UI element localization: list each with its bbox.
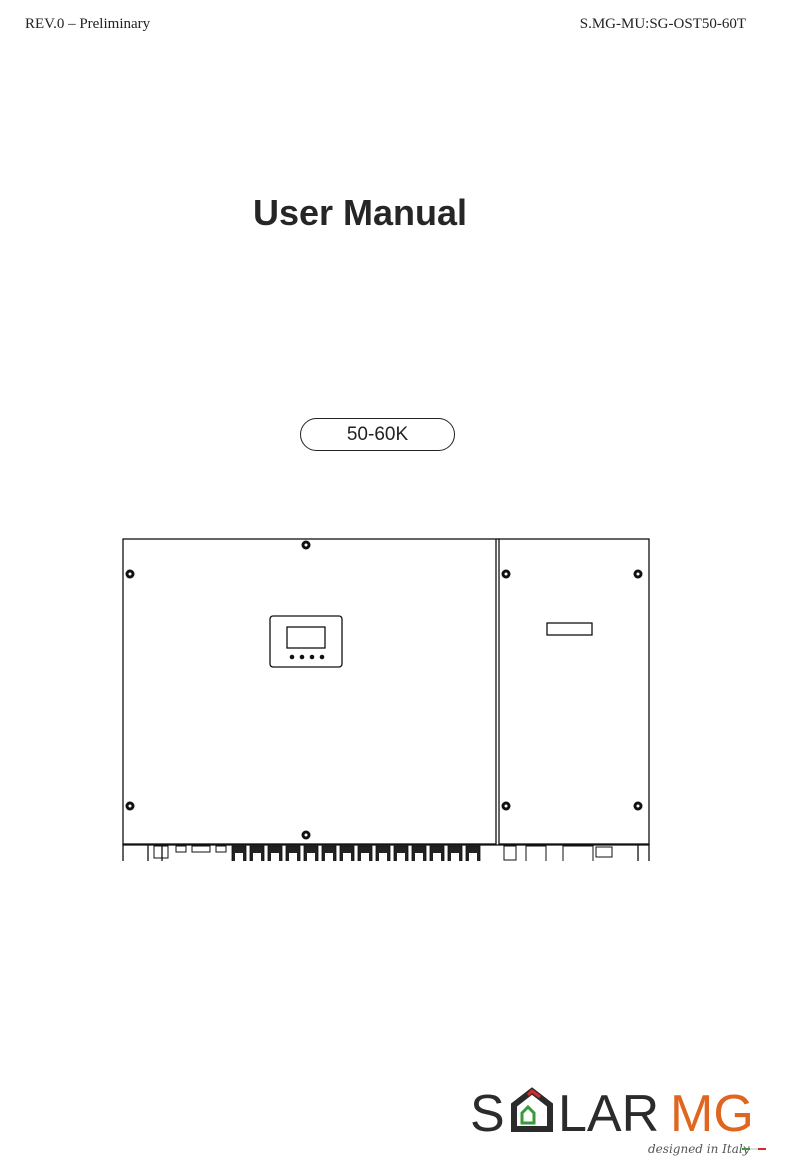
revision-label: REV.0 – Preliminary (25, 16, 151, 32)
inverter-illustration (122, 538, 650, 861)
svg-text:designed in Italy: designed in Italy (648, 1142, 750, 1156)
svg-text:MG: MG (670, 1085, 754, 1143)
document-code: S.MG-MU:SG-OST50-60T (579, 16, 746, 32)
svg-text:S: S (470, 1085, 505, 1143)
page-title: User Manual (252, 192, 468, 233)
svg-text:LAR: LAR (558, 1085, 659, 1143)
model-badge: 50-60K (300, 418, 455, 451)
solarmg-logo: S LAR MG designed in Italy (470, 1085, 766, 1156)
